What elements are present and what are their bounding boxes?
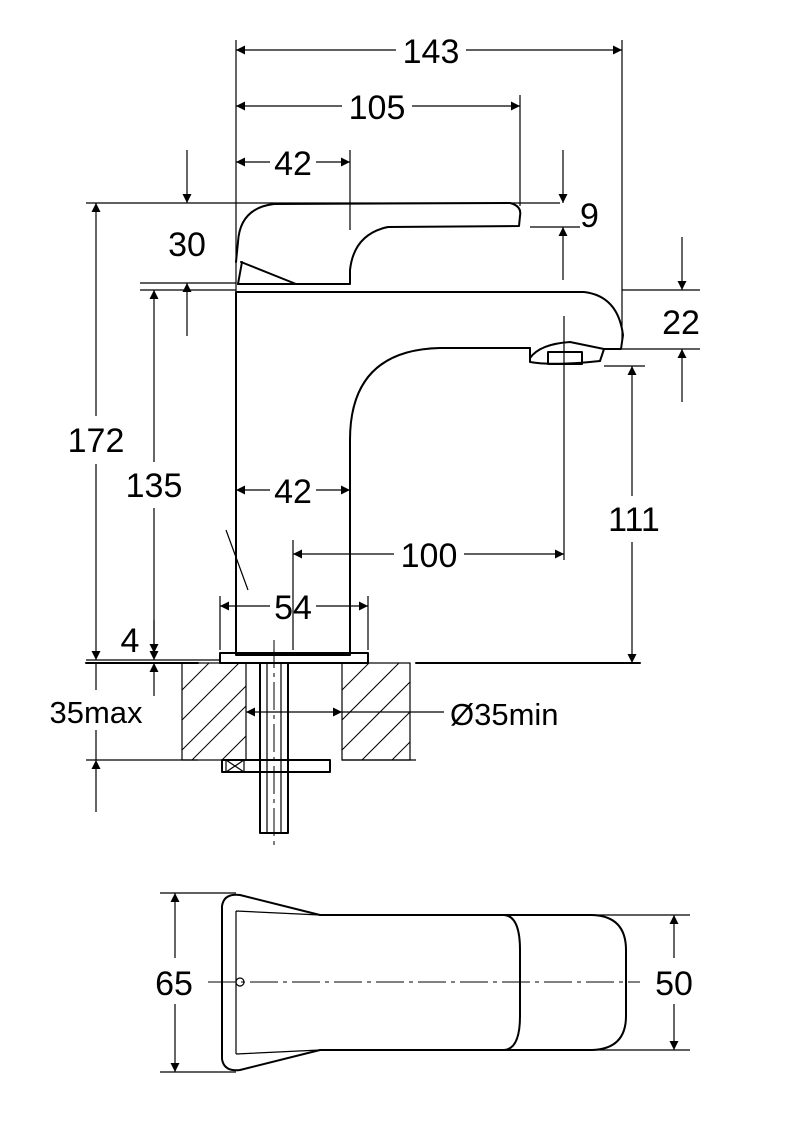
dim-overall-height: 172	[68, 422, 125, 460]
dim-plan-width-front: 50	[655, 965, 693, 1003]
fixing-rod	[221, 662, 331, 834]
dim-lever-reach: 105	[349, 89, 406, 127]
dim-base-plate: 4	[121, 622, 140, 660]
dim-body-width: 42	[274, 473, 312, 511]
dim-base-diameter: 54	[274, 589, 312, 627]
dim-overall-length: 143	[403, 33, 460, 71]
dim-hole-diameter: Ø35min	[450, 697, 559, 732]
lever-handle	[235, 202, 522, 285]
dim-lever-width: 42	[274, 145, 312, 183]
aerator	[529, 347, 605, 365]
deck-section	[85, 662, 641, 761]
dim-plan-width-rear: 65	[155, 965, 193, 1003]
dim-spout-height: 22	[662, 304, 700, 342]
plan-view	[221, 893, 627, 1072]
dim-deck-thickness: 35max	[49, 695, 143, 730]
base-plate	[219, 652, 369, 664]
dim-spout-clearance: 111	[608, 501, 660, 539]
dim-spout-projection: 100	[401, 537, 458, 575]
dim-body-height: 135	[126, 467, 183, 505]
dim-lever-height: 30	[168, 226, 206, 264]
dimension-lines	[91, 45, 687, 812]
lever-base-wedge	[237, 261, 297, 285]
dim-lever-tip-thickness: 9	[580, 197, 599, 235]
faucet-body-outline	[235, 291, 624, 656]
plan-dimension-lines	[160, 892, 690, 1073]
